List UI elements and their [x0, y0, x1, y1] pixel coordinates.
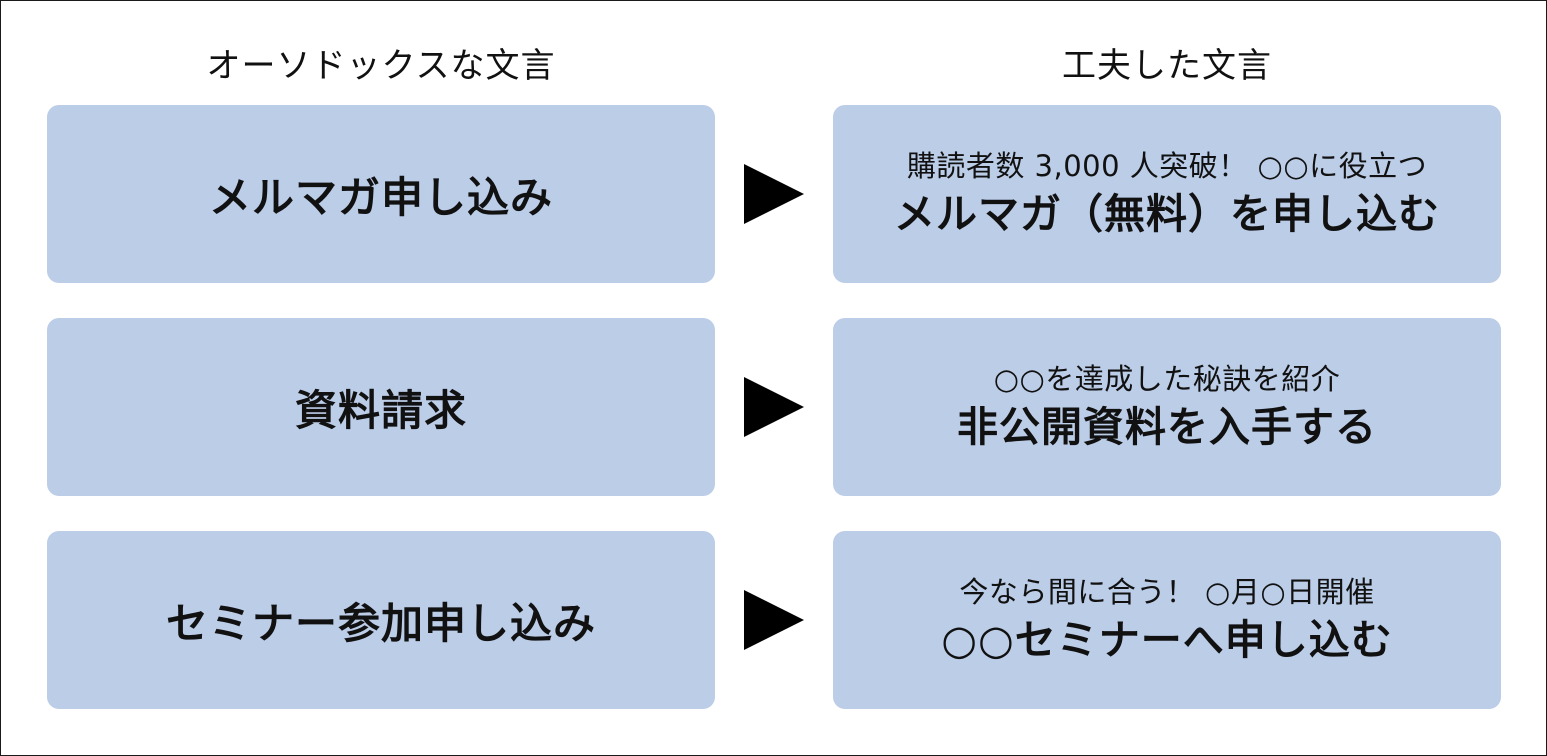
orthodox-text: 資料請求: [294, 385, 467, 435]
improved-maintext: ○○セミナーへ申し込む: [941, 616, 1393, 664]
improved-box-seminar: 今なら間に合う！ ○月○日開催 ○○セミナーへ申し込む: [833, 531, 1501, 709]
orthodox-text: メルマガ申し込み: [208, 172, 553, 222]
orthodox-box-document-request: 資料請求: [47, 318, 715, 496]
improved-subtext: ○○を達成した秘訣を紹介: [993, 362, 1341, 396]
improved-box-document-request: ○○を達成した秘訣を紹介 非公開資料を入手する: [833, 318, 1501, 496]
arrow-right-icon: [744, 164, 804, 224]
improved-maintext: 非公開資料を入手する: [957, 403, 1377, 451]
improved-column-header: 工夫した文言: [1062, 46, 1272, 86]
orthodox-box-seminar: セミナー参加申し込み: [47, 531, 715, 709]
arrow-right-icon: [744, 590, 804, 650]
improved-box-newsletter: 購読者数 3,000 人突破！ ○○に役立つ メルマガ（無料）を申し込む: [833, 105, 1501, 283]
arrow-right-icon: [744, 377, 804, 437]
improved-subtext: 購読者数 3,000 人突破！ ○○に役立つ: [906, 149, 1428, 183]
orthodox-column-header: オーソドックスな文言: [206, 46, 556, 86]
orthodox-box-newsletter: メルマガ申し込み: [47, 105, 715, 283]
improved-subtext: 今なら間に合う！ ○月○日開催: [959, 575, 1375, 609]
improved-maintext: メルマガ（無料）を申し込む: [894, 190, 1440, 238]
orthodox-text: セミナー参加申し込み: [165, 598, 596, 648]
